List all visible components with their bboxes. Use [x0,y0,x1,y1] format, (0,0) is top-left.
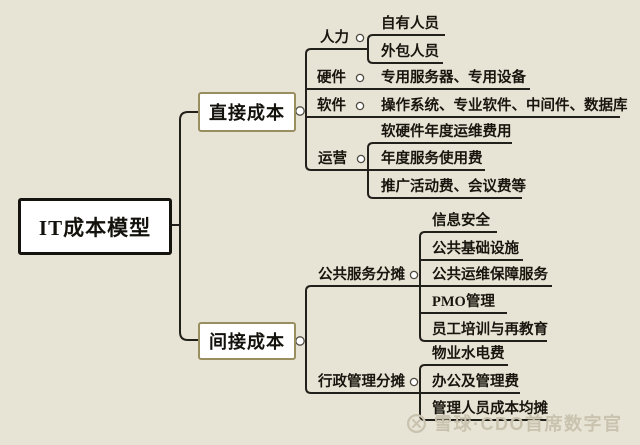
leaf-information-security[interactable]: 信息安全 [432,213,490,229]
leaf-dedicated-servers[interactable]: 专用服务器、专用设备 [381,70,526,86]
leaf-office-management-fee[interactable]: 办公及管理费 [432,374,519,390]
watermark: 雪球·CDO首席数字官 [406,410,623,436]
root-node[interactable]: IT成本模型 [18,198,172,255]
operations-sub-bracket [367,142,522,199]
leaf-annual-service-fee[interactable]: 年度服务使用费 [381,151,483,167]
topic-admin-allocation[interactable]: 行政管理分摊 [318,374,405,390]
collapse-toggle-direct-icon[interactable] [295,106,305,116]
collapse-toggle-public-service-icon[interactable] [409,270,419,280]
leaf-staff-training[interactable]: 员工培训与再教育 [432,322,548,338]
branch-node-indirect-cost[interactable]: 间接成本 [198,322,296,360]
leaf-own-staff[interactable]: 自有人员 [381,16,439,32]
admin-sub-bracket [419,364,548,421]
branch-node-direct-cost[interactable]: 直接成本 [198,92,296,132]
topic-public-service-allocation[interactable]: 公共服务分摊 [318,267,405,283]
leaf-outsourced-staff[interactable]: 外包人员 [381,44,439,60]
collapse-toggle-manpower-icon[interactable] [355,33,365,43]
indirect-bracket-line [305,285,552,394]
collapse-toggle-operations-icon[interactable] [356,154,366,164]
collapse-toggle-hardware-icon[interactable] [355,73,365,83]
leaf-os-software-middleware-db[interactable]: 操作系统、专业软件、中间件、数据库 [381,98,628,114]
topic-hardware[interactable]: 硬件 [317,70,346,86]
leaf-public-infrastructure[interactable]: 公共基础设施 [432,241,519,257]
watermark-text: 雪球·CDO首席数字官 [434,414,623,434]
leaf-public-ops-support[interactable]: 公共运维保障服务 [432,267,548,283]
collapse-toggle-software-icon[interactable] [355,101,365,111]
trunk-bracket-line [179,111,200,341]
leaf-management-cost-share[interactable]: 管理人员成本均摊 [432,401,548,417]
xueqiu-logo-icon [407,413,426,433]
leaf-pmo-management[interactable]: PMO管理 [432,294,495,310]
leaf-property-utilities[interactable]: 物业水电费 [432,346,505,362]
topic-operations[interactable]: 运营 [318,151,347,167]
topic-manpower[interactable]: 人力 [320,30,349,46]
collapse-toggle-indirect-icon[interactable] [295,336,305,346]
leaf-annual-maintenance[interactable]: 软硬件年度运维费用 [381,124,512,140]
public-service-sub-bracket [419,231,547,342]
collapse-toggle-admin-icon[interactable] [409,377,419,387]
direct-bracket-line [305,48,485,171]
topic-software[interactable]: 软件 [317,98,346,114]
manpower-sub-bracket [367,34,445,64]
leaf-promotion-meeting-fee[interactable]: 推广活动费、会议费等 [381,179,526,195]
